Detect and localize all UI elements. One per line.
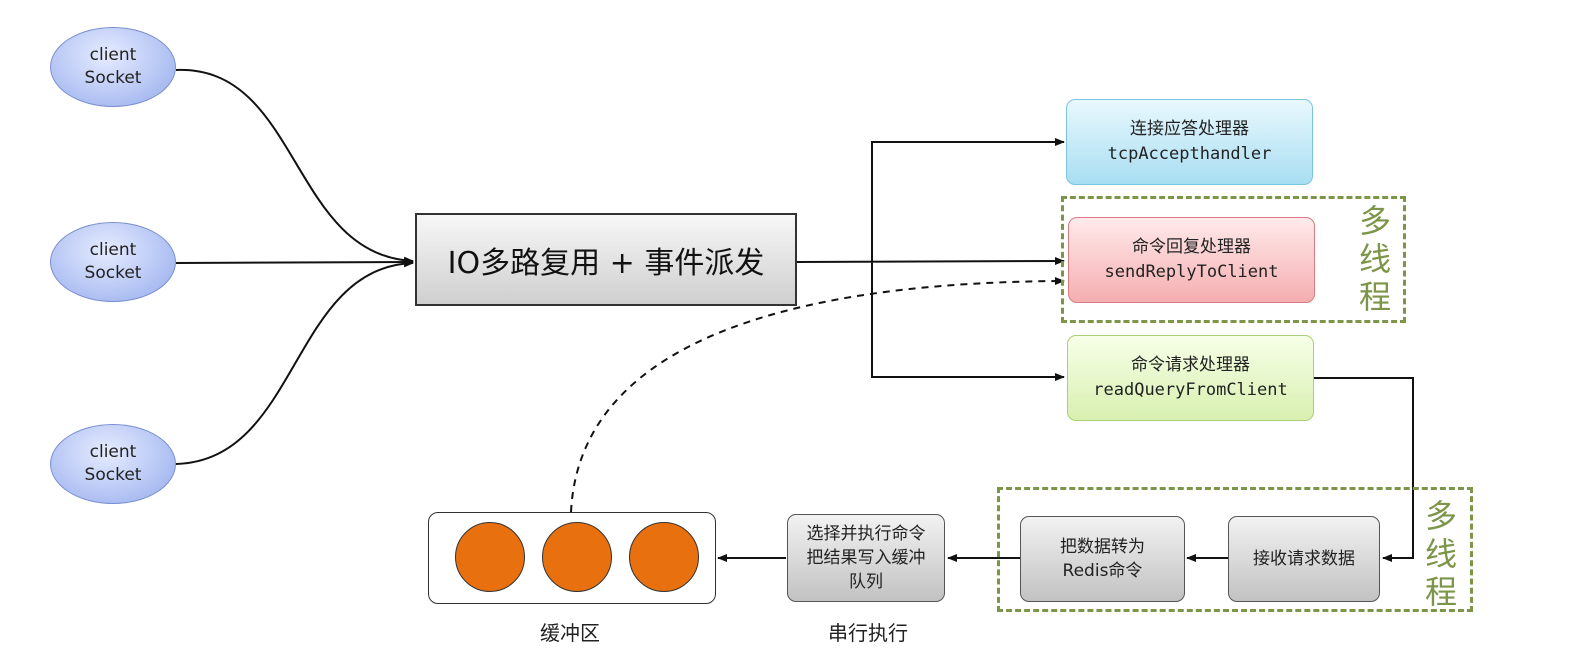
multithread-label-top: 多 线 程 (1355, 202, 1395, 316)
client1-to-dispatcher (175, 68, 414, 265)
read-query-handler: 命令请求处理器 readQueryFromClient (1067, 335, 1314, 421)
query-handler-cn: 命令请求处理器 (1131, 355, 1250, 375)
multithread-label-bottom: 多 线 程 (1421, 497, 1461, 611)
client-socket-3: client Socket (50, 424, 176, 504)
client-label-1b: Socket (84, 68, 142, 88)
client-socket-1: client Socket (50, 27, 176, 107)
mt-bottom-char-1: 多 (1424, 497, 1457, 535)
execute-step-line2: 把结果写入缓冲 (806, 548, 926, 568)
io-multiplexing-dispatcher: IO多路复用 + 事件派发 (415, 213, 797, 306)
client2-to-dispatcher (175, 258, 414, 267)
mt-top-char-2: 线 (1358, 240, 1391, 278)
buffer-item-1 (455, 522, 525, 592)
mt-bottom-char-3: 程 (1424, 573, 1457, 611)
buffer-item-2 (542, 522, 612, 592)
multithread-box-reply (1061, 196, 1406, 323)
reply-handler-code: sendReplyToClient (1104, 262, 1279, 282)
convert-step-line1: 把数据转为 (1060, 537, 1145, 557)
receive-request-step: 接收请求数据 (1228, 516, 1380, 602)
dispatcher-label: IO多路复用 + 事件派发 (447, 245, 765, 281)
client-label-2a: client (89, 240, 137, 260)
execute-command-step: 选择并执行命令 把结果写入缓冲 队列 (787, 514, 945, 602)
client-socket-2: client Socket (50, 222, 176, 302)
mt-top-char-1: 多 (1358, 202, 1391, 240)
dispatcher-to-query (871, 262, 1065, 381)
client-label-3a: client (89, 442, 137, 462)
dispatcher-to-accept (871, 138, 1065, 262)
receive-step-label: 接收请求数据 (1253, 549, 1355, 569)
execute-step-line1: 选择并执行命令 (806, 524, 926, 544)
accept-handler-code: tcpAccepthandler (1107, 144, 1272, 164)
buffer-caption: 缓冲区 (540, 621, 600, 645)
mt-top-char-3: 程 (1358, 278, 1391, 316)
serial-caption: 串行执行 (828, 621, 908, 645)
buffer-queue (428, 512, 716, 604)
client-label-2b: Socket (84, 263, 142, 283)
query-handler-code: readQueryFromClient (1093, 380, 1288, 400)
convert-step-line2: Redis命令 (1062, 561, 1143, 581)
query-to-receive (1314, 377, 1414, 562)
client-label-1a: client (89, 45, 137, 65)
reply-handler-cn: 命令回复处理器 (1132, 237, 1251, 257)
buffer-to-reply-dashed (570, 277, 1065, 513)
buffer-item-3 (629, 522, 699, 592)
multithread-box-pipeline (997, 487, 1473, 612)
dispatcher-to-reply (796, 257, 1065, 266)
convert-to-redis-step: 把数据转为 Redis命令 (1020, 516, 1185, 602)
client-label-3b: Socket (84, 465, 142, 485)
send-reply-handler: 命令回复处理器 sendReplyToClient (1068, 217, 1315, 303)
accept-handler-cn: 连接应答处理器 (1130, 119, 1249, 139)
tcp-accept-handler: 连接应答处理器 tcpAccepthandler (1066, 99, 1313, 185)
execute-step-line3: 队列 (849, 572, 883, 592)
mt-bottom-char-2: 线 (1424, 535, 1457, 573)
client3-to-dispatcher (175, 259, 414, 465)
